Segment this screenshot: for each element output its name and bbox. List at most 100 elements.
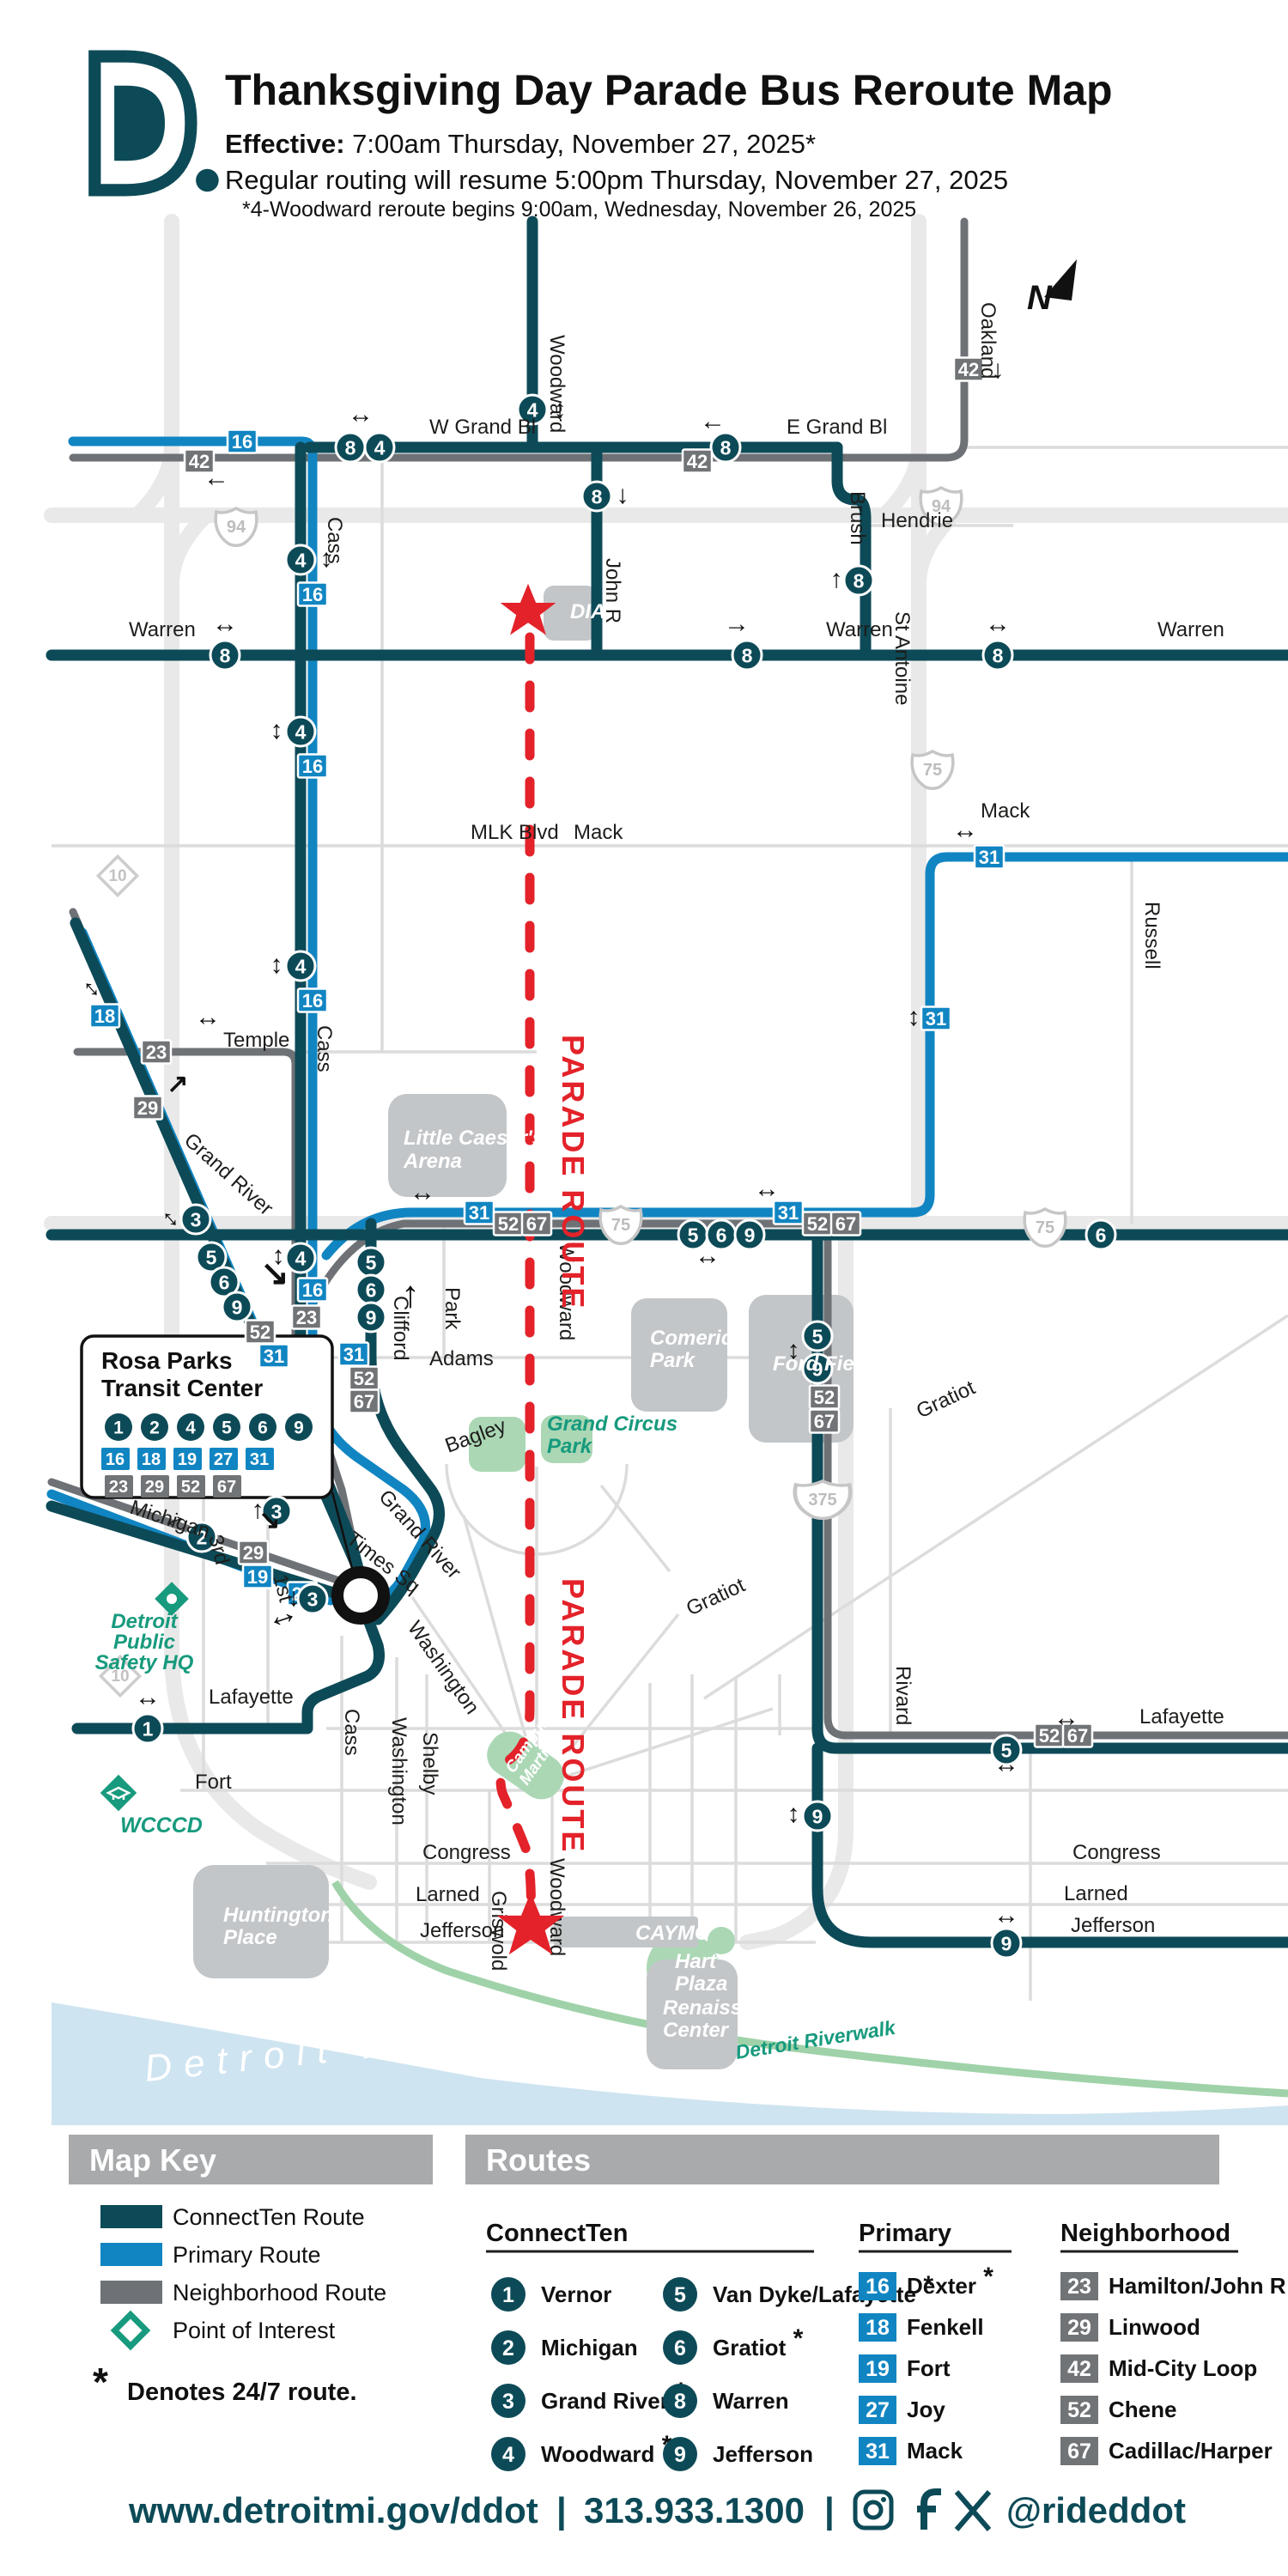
footer-handle: @rideddot [1006,2490,1186,2530]
svg-text:ConnectTen Route: ConnectTen Route [173,2204,365,2230]
label-dia: DIA [570,600,605,623]
label-hart: Hart [675,1950,717,1973]
svg-text:42: 42 [958,359,979,380]
svg-text:Mack: Mack [907,2438,963,2464]
svg-text:5: 5 [1001,1739,1012,1761]
svg-text:31: 31 [926,1008,946,1030]
svg-text:Neighborhood Route: Neighborhood Route [173,2280,386,2306]
svg-text:Chene: Chene [1109,2397,1176,2422]
arrow-icon: → [724,610,750,638]
tc-route-18 [137,1448,166,1470]
badge-2: 2 [185,1521,218,1553]
svg-text:67: 67 [1067,2439,1091,2464]
street-label-cass: Cass [313,1025,336,1072]
tc-route-2 [141,1413,168,1441]
street-gratiot [703,1314,1288,1700]
svg-text:Fort: Fort [907,2355,951,2381]
svg-text:27: 27 [214,1450,233,1469]
badge-18: 18 [88,1003,121,1029]
badge-9: 9 [221,1291,253,1323]
arrow-icon: ↔ [754,1175,780,1203]
svg-text:4: 4 [527,398,538,421]
badge-8: 8 [981,639,1014,671]
ddot-logo-icon [88,50,219,197]
arrow-icon: ↕ [787,1800,800,1828]
badge-4: 4 [284,715,317,748]
badge-52: 52 [808,1384,841,1410]
arrow-icon: ↔ [993,1750,1019,1778]
svg-text:29: 29 [1067,2316,1091,2340]
tc-route-29 [141,1475,169,1498]
shield-75: 75 [598,1204,643,1245]
svg-text:16: 16 [866,2275,890,2299]
tc-route-67 [213,1475,241,1498]
badge-8: 8 [709,431,742,464]
logo-inner-d [114,85,165,161]
badge-29: 29 [131,1095,164,1121]
street-label-shelby: Shelby [418,1732,441,1795]
badge-67: 67 [520,1211,553,1236]
parade-route-dashed-line [495,632,536,1924]
svg-text:42: 42 [687,451,708,472]
svg-text:23: 23 [146,1042,167,1063]
label-wcccd: WCCCD [120,1814,203,1838]
svg-text:6: 6 [716,1224,727,1246]
street-label-brush: Brush [846,491,869,545]
tc-route-52 [177,1475,205,1498]
svg-text:16: 16 [302,990,323,1012]
tc-route-6 [249,1413,276,1441]
park-grand-circus-west [469,1417,526,1472]
landmark-caymc [554,1917,698,1947]
badge-9: 9 [990,1927,1023,1959]
freeway-ramps [130,439,961,592]
badge-31: 31 [258,1343,290,1369]
svg-text:29: 29 [145,1478,164,1497]
svg-text:94: 94 [227,518,246,537]
svg-text:16: 16 [232,431,252,453]
street-label-larned: Larned [416,1883,480,1906]
street-label-temple: Temple [223,1029,289,1052]
footer-phone: 313.933.1300 [584,2490,805,2530]
badge-19: 19 [241,1564,274,1589]
arrow-icon: ↕ [320,544,333,573]
svg-text:1: 1 [502,2283,514,2307]
svg-text:8: 8 [674,2390,686,2414]
street-label-warren: Warren [129,618,196,641]
svg-text:27: 27 [866,2398,890,2422]
x-icon [954,2490,992,2531]
star-layer [496,583,565,1955]
street-label-woodward: Woodward [545,335,568,433]
street-label-jefferson: Jefferson [1071,1914,1155,1937]
badge-16: 16 [296,1277,329,1303]
badge-67: 67 [348,1388,380,1414]
badge-3: 3 [260,1495,293,1528]
svg-text:Jefferson: Jefferson [713,2441,813,2467]
street-label-e-grand-bl: E Grand Bl [787,416,887,439]
street-label-mack: Mack [574,821,623,844]
svg-text:Joy: Joy [907,2397,945,2422]
street-label-park: Park [440,1287,464,1330]
svg-text:52: 52 [498,1213,519,1235]
badge-23: 23 [290,1304,323,1330]
effective-line: Effective: 7:00am Thursday, November 27,… [225,129,816,159]
arrow-icon: ↔ [952,816,978,844]
svg-text:94: 94 [932,497,951,516]
svg-text:9: 9 [232,1296,243,1318]
tc-route-31 [246,1448,274,1470]
page-title: Thanksgiving Day Parade Bus Reroute Map [225,66,1113,114]
svg-text:31: 31 [343,1344,364,1365]
park-hart-plaza-lobe [708,1927,735,1954]
street-label-washington: Washington [387,1717,410,1826]
svg-text:67: 67 [526,1213,547,1235]
svg-text:31: 31 [778,1202,799,1224]
arrow-icon: ↑ [830,565,843,593]
footer-separator-2: | [824,2490,835,2531]
svg-text:Warren: Warren [713,2388,789,2414]
badge-9: 9 [355,1301,387,1334]
street-label-larned: Larned [1064,1882,1128,1905]
freeway-m10-lodge [164,214,377,1890]
map-key-star: * [93,2360,108,2404]
shield-10: 10 [98,1654,143,1698]
shield-94: 94 [214,506,258,547]
